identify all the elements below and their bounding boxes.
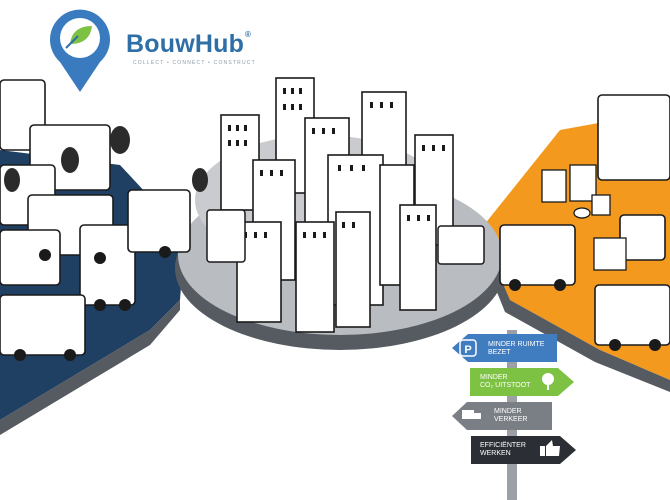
brand-tagline: COLLECT • CONNECT • CONSTRUCT — [133, 60, 256, 66]
truck-wheels-left — [14, 246, 171, 361]
sign-co2-line1: MINDER — [480, 374, 508, 381]
brand-name-suffix: Hub — [194, 30, 245, 58]
congested-trucks — [0, 79, 191, 356]
building-windows — [228, 88, 445, 238]
svg-text:P: P — [464, 344, 471, 356]
registered-mark: ® — [245, 30, 252, 39]
sign-co2-text: MINDER CO₂ UITSTOOT — [480, 374, 530, 390]
hub-vans — [206, 209, 485, 265]
exhaust-smoke — [4, 126, 208, 192]
brand-name: BouwHub® — [126, 30, 251, 59]
direction-sign-traffic — [452, 402, 552, 430]
sign-efficiency-line1: EFFICIËNTER — [480, 442, 526, 449]
sign-parking-line1: MINDER RUIMTE — [488, 341, 545, 348]
sign-traffic-text: MINDER VERKEER — [494, 408, 527, 424]
direction-sign-parking: P — [452, 334, 557, 362]
sign-co2-line2: CO₂ UITSTOOT — [480, 382, 531, 389]
sign-efficiency-line2: WERKEN — [480, 450, 511, 457]
sign-parking-text: MINDER RUIMTE BEZET — [488, 341, 544, 357]
sign-efficiency-text: EFFICIËNTER WERKEN — [480, 442, 526, 458]
right-zone-edge — [478, 230, 670, 392]
direction-sign-efficiency — [471, 436, 576, 464]
left-zone-edge — [0, 300, 180, 435]
truck-wheels-right — [509, 279, 661, 351]
map-pin-leaf-icon — [50, 9, 111, 93]
sign-traffic-line1: MINDER — [494, 408, 522, 415]
delivery-vans — [499, 94, 670, 346]
city-buildings — [220, 77, 454, 333]
sign-parking-line2: BEZET — [488, 349, 511, 356]
direction-sign-co2 — [470, 368, 574, 396]
material-pallets — [541, 164, 627, 271]
sign-traffic-line2: VERKEER — [494, 416, 528, 423]
brand-name-prefix: Bouw — [126, 30, 195, 58]
